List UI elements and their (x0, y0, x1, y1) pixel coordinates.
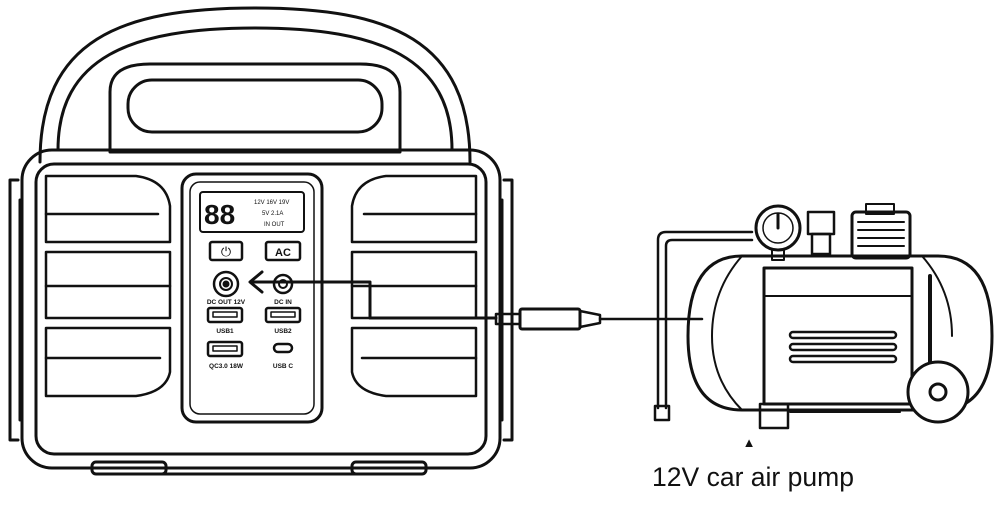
pump-marker: ▲ (743, 435, 756, 450)
lcd-row-1: 12V 16V 19V (254, 200, 289, 206)
dc-plug-body (518, 307, 582, 331)
motor-housing (762, 266, 914, 406)
pump-valve (806, 210, 836, 236)
air-pump (653, 203, 994, 430)
power-icon: ⏻ (221, 244, 231, 259)
lcd-row-3: IN OUT (264, 222, 285, 228)
lcd-display (199, 191, 305, 233)
ac-button[interactable] (264, 240, 302, 262)
pump-foot-left (758, 402, 790, 430)
carry-handle (38, 6, 472, 164)
dc-in-label: DC IN (274, 299, 292, 306)
usb1-label: USB1 (216, 328, 234, 335)
usb2-label: USB2 (274, 328, 292, 335)
left-vent-fins (44, 174, 172, 398)
dc-out-label: DC OUT 12V (207, 299, 246, 306)
dc-out-port[interactable] (212, 270, 240, 298)
arrow-left-icon (250, 280, 372, 320)
cooling-fins (788, 330, 898, 364)
usbc-port[interactable] (272, 342, 294, 354)
air-hose (656, 230, 754, 410)
cylinder-head (850, 203, 912, 260)
wheel-icon (906, 360, 970, 424)
qc-label: QC3.0 18W (209, 363, 244, 370)
connection-cable (248, 270, 704, 331)
power-button[interactable] (208, 240, 244, 262)
control-panel (180, 172, 324, 424)
pump-caption: 12V car air pump (652, 462, 854, 492)
power-station: 88 12V 16V 19V 5V 2.1A IN OUT ⏻ AC DC OU… (8, 6, 514, 476)
handle-grip-opening (108, 62, 402, 154)
station-body (20, 148, 502, 470)
right-vent-fins (350, 174, 478, 398)
lcd-row-2: 5V 2.1A (262, 211, 283, 217)
dc-in-port[interactable] (272, 273, 294, 295)
qc-port[interactable] (206, 340, 244, 358)
usb1-port[interactable] (206, 306, 244, 324)
usb2-port[interactable] (264, 306, 302, 324)
lcd-digits: 88 (204, 199, 235, 230)
ac-button-label: AC (275, 247, 291, 259)
usbc-label: USB C (273, 363, 294, 370)
